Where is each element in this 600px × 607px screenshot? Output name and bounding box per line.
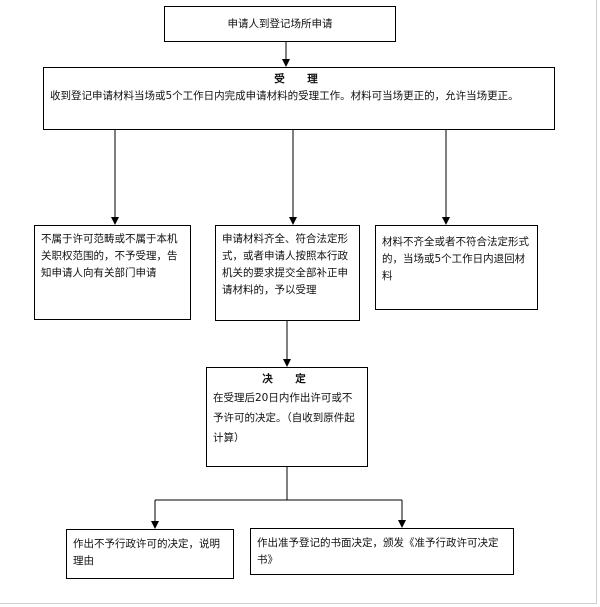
node-grant: 作出准予登记的书面决定，颁发《准予行政许可决定书》 [250,528,514,575]
node-reject-text: 不属于许可范畴或不属于本机关职权范围的，不予受理，告知申请人向有关部门申请 [41,233,178,279]
node-accept-ok-text: 申请材料齐全、符合法定形式，或者申请人按照本行政机关的要求提交全部补正申请材料的… [222,233,348,296]
node-accept-ok: 申请材料齐全、符合法定形式，或者申请人按照本行政机关的要求提交全部补正申请材料的… [215,225,360,321]
node-grant-text: 作出准予登记的书面决定，颁发《准予行政许可决定书》 [257,537,499,566]
node-reject: 不属于许可范畴或不属于本机关职权范围的，不予受理，告知申请人向有关部门申请 [34,225,191,320]
node-apply: 申请人到登记场所申请 [164,6,396,42]
node-deny: 作出不予行政许可的决定，说明理由 [66,529,234,579]
node-deny-text: 作出不予行政许可的决定，说明理由 [73,538,220,567]
node-return-text: 材料不齐全或者不符合法定形式的，当场或5个工作日内退回材料 [382,236,529,282]
node-apply-text: 申请人到登记场所申请 [227,18,333,30]
node-accept-body: 收到登记申请材料当场或5个工作日内完成申请材料的受理工作。材料可当场更正的，允许… [50,90,519,102]
node-decide: 决 定 在受理后20日内作出许可或不予许可的决定。（自收到原件起计算） [206,367,368,467]
node-return: 材料不齐全或者不符合法定形式的，当场或5个工作日内退回材料 [375,225,538,310]
node-decide-title: 决 定 [262,373,312,385]
node-accept-title: 受 理 [274,73,324,85]
node-accept: 受 理 收到登记申请材料当场或5个工作日内完成申请材料的受理工作。材料可当场更正… [43,67,555,130]
node-decide-body: 在受理后20日内作出许可或不予许可的决定。（自收到原件起计算） [213,392,355,444]
